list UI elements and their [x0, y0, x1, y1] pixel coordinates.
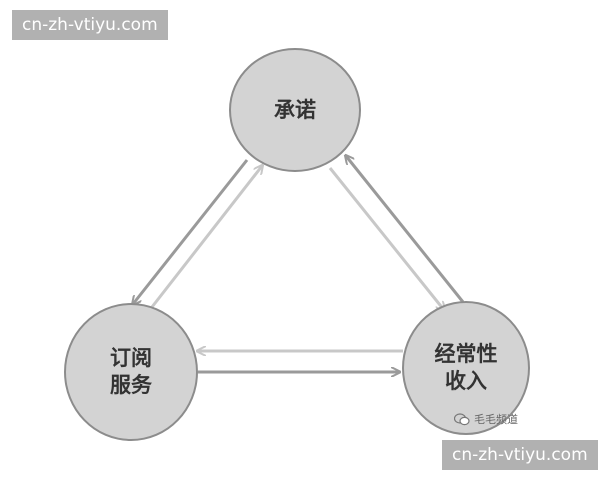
node-subscription-line2: 服务 — [110, 373, 152, 397]
node-revenue-line1: 经常性 — [434, 342, 498, 366]
node-recurring-revenue: 经常性 收入 — [402, 301, 530, 435]
brand-label: 毛毛频道 — [474, 413, 518, 426]
node-subscription-service: 订阅 服务 — [64, 303, 198, 441]
node-subscription-line1: 订阅 — [110, 346, 152, 370]
arrow-commitment-to-revenue — [328, 167, 444, 310]
wechat-icon — [454, 412, 470, 425]
node-commitment-label: 承诺 — [274, 97, 316, 122]
node-commitment: 承诺 — [229, 48, 361, 172]
watermark-bottom: cn-zh-vtiyu.com — [442, 440, 598, 470]
brand-mark: 毛毛频道 — [454, 411, 518, 427]
node-revenue-line2: 收入 — [445, 369, 487, 393]
watermark-top: cn-zh-vtiyu.com — [12, 10, 168, 40]
arrow-revenue-to-commitment — [346, 156, 465, 303]
arrow-commitment-to-subscription — [133, 159, 249, 304]
arrow-subscription-to-commitment — [150, 166, 262, 308]
